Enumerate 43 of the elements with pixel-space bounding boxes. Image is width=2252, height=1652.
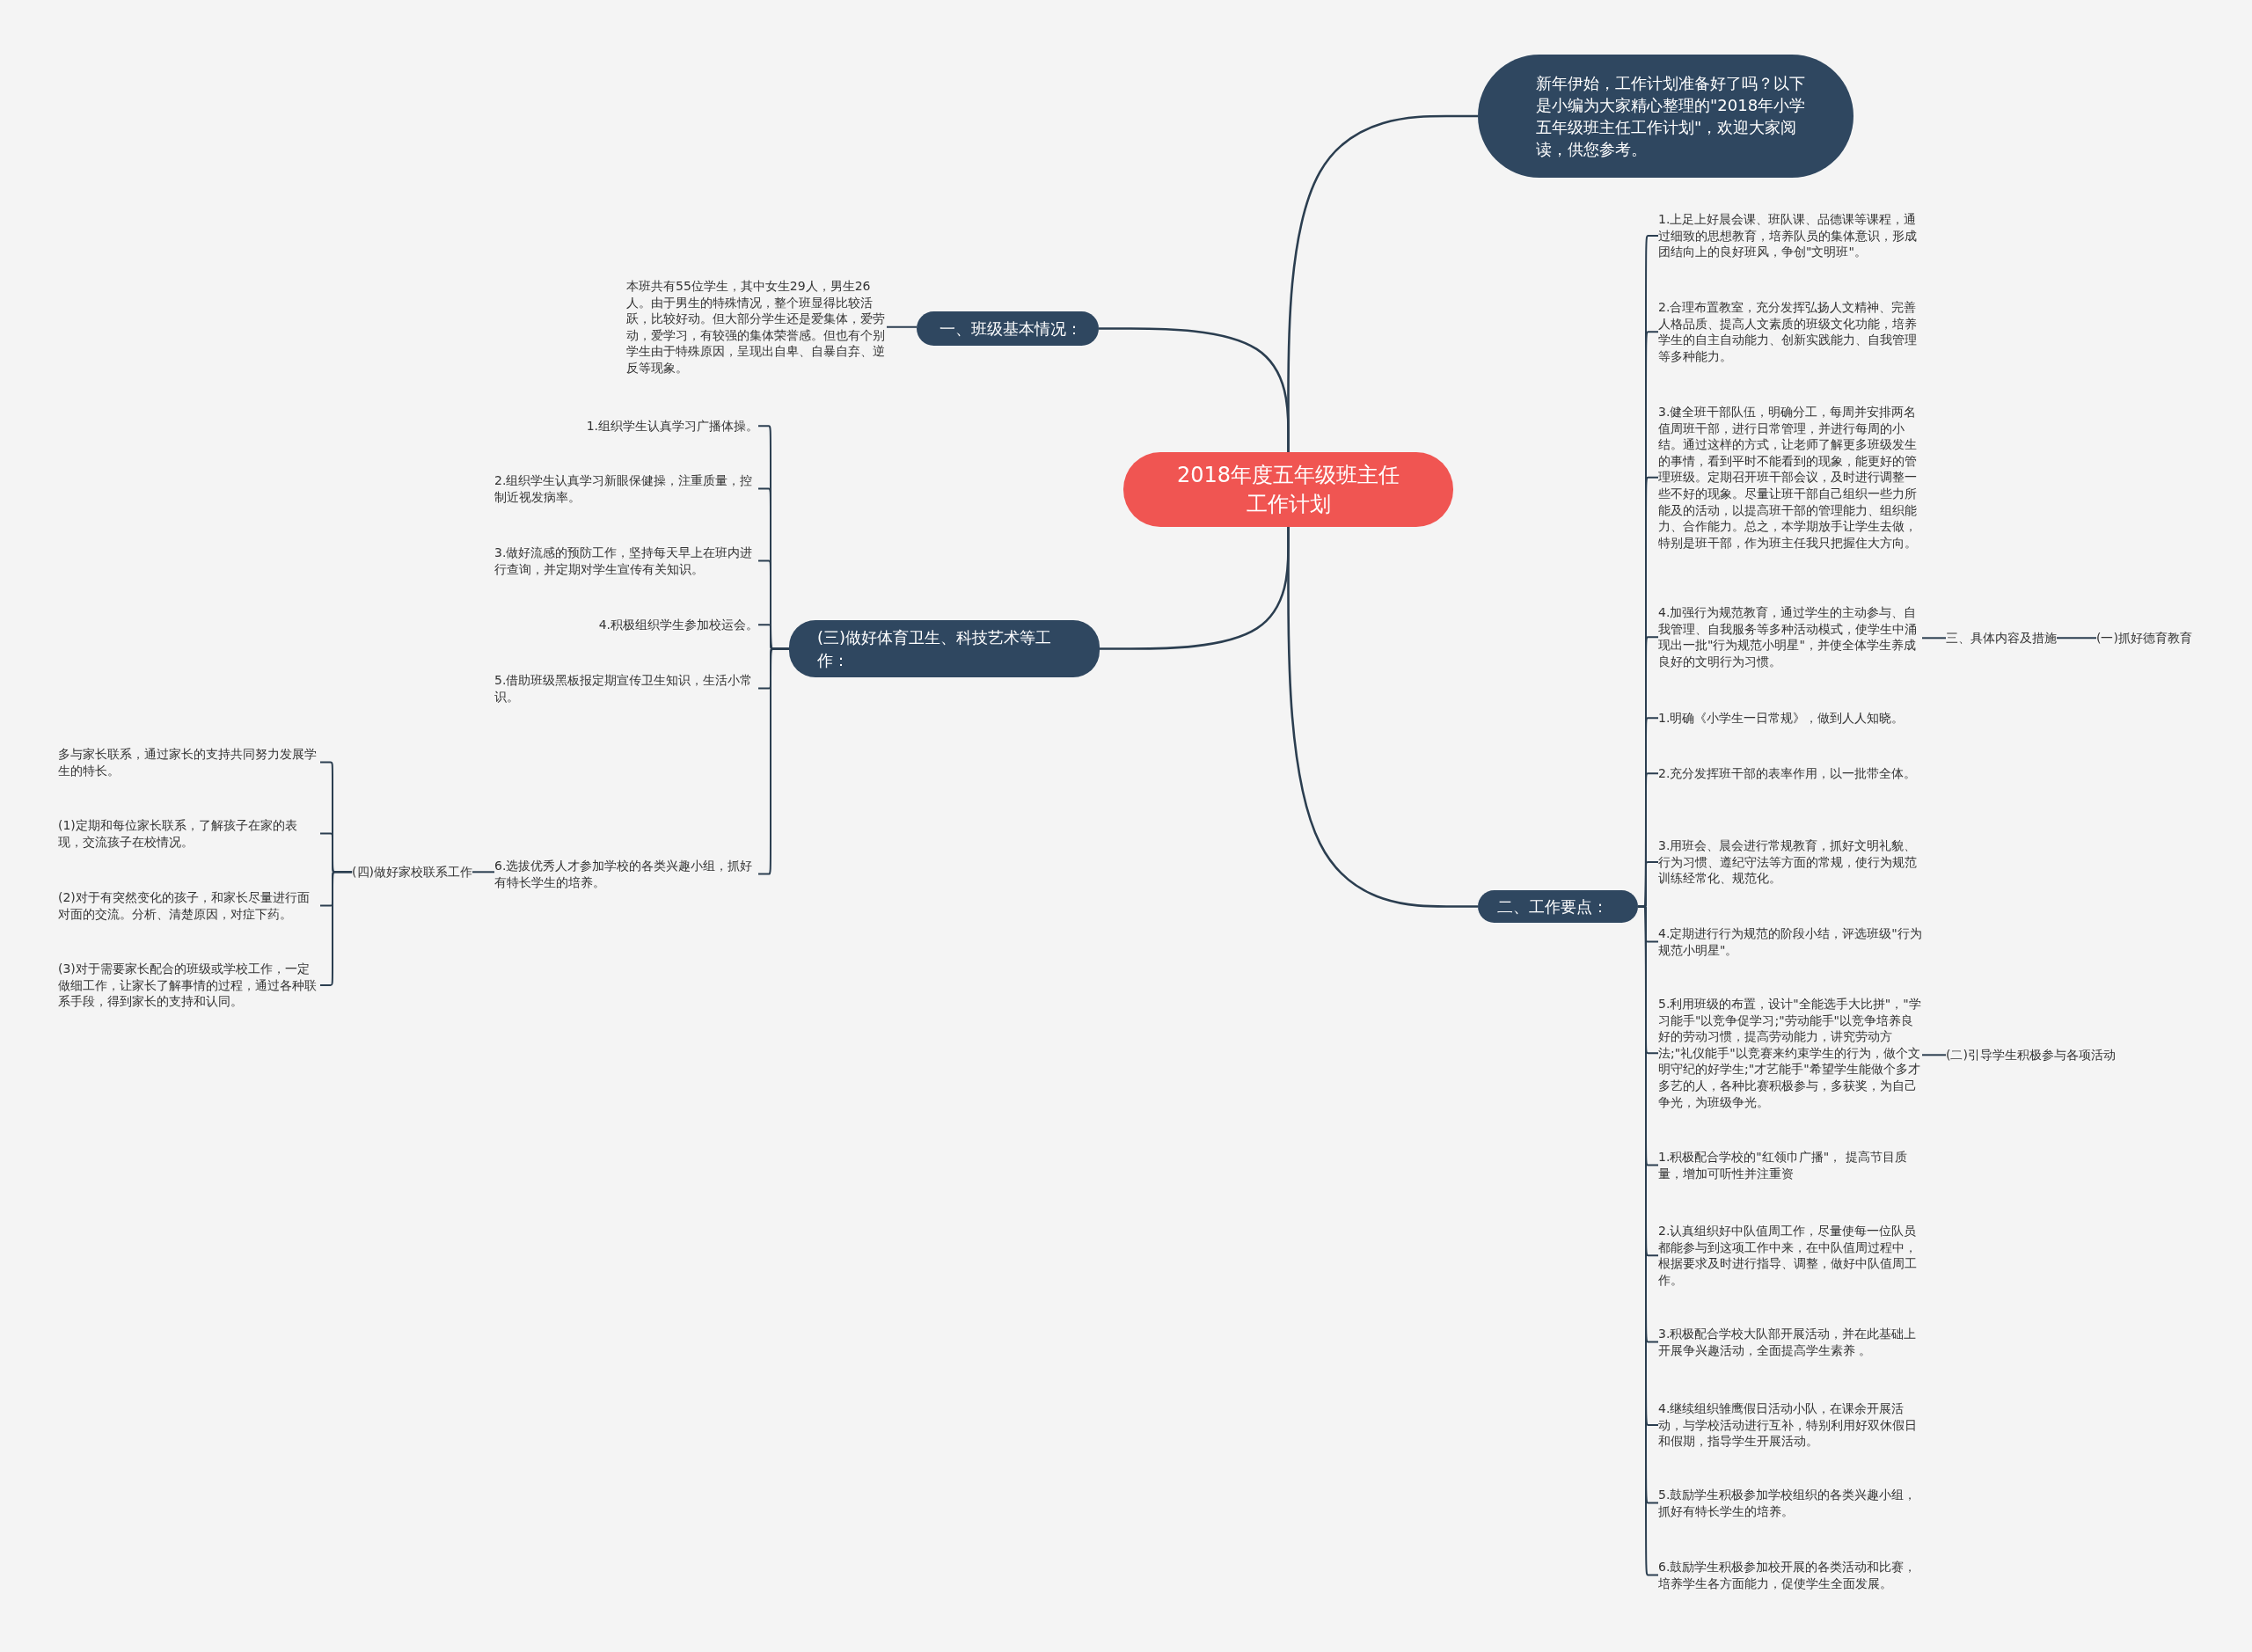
topic-text: 6.鼓励学生积极参加校开展的各类活动和比赛，培养学生各方面能力，促使学生全面发展。	[1658, 1559, 1922, 1592]
topic-text: 多与家长联系，通过家长的支持共同努力发展学生的特长。	[58, 746, 320, 779]
topic-text: 4.继续组织雏鹰假日活动小队，在课余开展活动，与学校活动进行互补，特别利用好双休假日和假期，指导学生开展活动。	[1658, 1400, 1922, 1450]
topic-text: (一)抓好德育教育	[2096, 630, 2192, 647]
topic-text: 1.明确《小学生一日常规》，做到人人知晓。	[1658, 710, 1922, 727]
connector-line	[2056, 637, 2097, 640]
topic-text: 6.选拔优秀人才参加学校的各类兴趣小组，抓好有特长学生的培养。	[494, 858, 758, 891]
topic-text: (2)对于有突然变化的孩子，和家长尽量进行面对面的交流。分析、清楚原因，对症下药。	[58, 889, 320, 923]
topic-text: 1.组织学生认真学习广播体操。	[586, 418, 758, 435]
central-topic: 2018年度五年级班主任工作计划	[1123, 452, 1453, 527]
topic-text: 2.充分发挥班干部的表率作用，以一批带全体。	[1658, 765, 1922, 782]
topic-text: (3)对于需要家长配合的班级或学校工作，一定做细工作，让家长了解事情的过程，通过各种联系手段，得到家长的支持和认同。	[58, 961, 320, 1010]
connector-line	[1287, 527, 1478, 908]
topic-text: 2.组织学生认真学习新眼保健操，注重质量，控制近视发病率。	[494, 472, 758, 506]
connector-line	[1921, 637, 1947, 640]
topic-text: 2.合理布置教室，充分发挥弘扬人文精神、完善人格品质、提高人文素质的班级文化功能，培养学生的自主自动能力、创新实践能力、自我管理等多种能力。	[1658, 299, 1922, 365]
intro-bubble: 新年伊始，工作计划准备好了吗？以下是小编为大家精心整理的"2018年小学五年级班主任工作计划"，欢迎大家阅读，供您参考。	[1478, 55, 1854, 178]
topic-text: 本班共有55位学生，其中女生29人，男生26人。由于男生的特殊情况，整个班显得比较活跃，比较好动。但大部分学生还是爱集体，爱劳动，爱学习，有较强的集体荣誉感。但也有个别学生由于特殊原因，呈现出自卑、自暴自弃、逆反等现象。	[626, 278, 887, 376]
topic-text: 3.做好流感的预防工作，坚持每天早上在班内进行查询，并定期对学生宣传有关知识。	[494, 545, 758, 578]
topic-text: 4.积极组织学生参加校运会。	[598, 617, 758, 633]
topic-text: 三、具体内容及措施	[1946, 630, 2057, 647]
connector-line	[1099, 327, 1290, 452]
topic-text: 3.健全班干部队伍，明确分工，每周并安排两名值周班干部，进行日常管理，并进行每周的小结。通过这样的方式，让老师了解更多班级发生的事情，看到平时不能看到的现象，能更好的管理班级。定期召开班干部会议，及时进行调整一些不好的现象。尽量让班干部自己组织一些力所能及的活动，以提高班干部的管理能力、组织能力、合作能力。总之，本学期放手让学生去做，特别是班干部，作为班主任我只把握住大方向。	[1658, 404, 1922, 552]
connector-line	[886, 325, 918, 328]
topic-text: 4.加强行为规范教育，通过学生的主动参与、自我管理、自我服务等多种活动模式，使学生中涌现出一批"行为规范小明星"，并使全体学生养成良好的文明行为习惯。	[1658, 604, 1922, 670]
topic-pill: 一、班级基本情况：	[917, 311, 1099, 346]
topic-text: 5.利用班级的布置，设计"全能选手大比拼"，"学习能手"以竞争促学习;"劳动能手"以竞争培养良好的劳动习惯，提高劳动能力，讲究劳动方法;"礼仪能手"以竞赛来约束学生的行为，做个文明守纪的好学生;"才艺能手"希望学生能做个多才多艺的人，各种比赛积极参与，多获奖，为自己争光，为班级争光。	[1658, 996, 1922, 1111]
topic-text: 4.定期进行行为规范的阶段小结，评选班级"行为规范小明星"。	[1658, 925, 1922, 959]
connector-line	[472, 871, 495, 874]
topic-pill: (三)做好体育卫生、科技艺术等工作：	[789, 620, 1100, 677]
topic-text: 1.积极配合学校的"红领巾广播"， 提高节目质量，增加可听性并注重资	[1658, 1149, 1922, 1182]
topic-pill: 二、工作要点：	[1478, 890, 1638, 923]
topic-text: (四)做好家校联系工作	[352, 864, 472, 881]
topic-text: 3.用班会、晨会进行常规教育，抓好文明礼貌、行为习惯、遵纪守法等方面的常规，使行为规范训练经常化、规范化。	[1658, 837, 1922, 887]
topic-text: 1.上足上好晨会课、班队课、品德课等课程，通过细致的思想教育，培养队员的集体意识，形成团结向上的良好班风，争创"文明班"。	[1658, 211, 1922, 260]
connector-line	[1921, 1054, 1947, 1056]
connector-line	[757, 647, 790, 875]
topic-text: 3.积极配合学校大队部开展活动，并在此基础上开展争兴趣活动，全面提高学生素养 。	[1658, 1326, 1922, 1359]
topic-text: 5.借助班级黑板报定期宣传卫生知识，生活小常识。	[494, 672, 758, 705]
topic-text: (1)定期和每位家长联系，了解孩子在家的表现，交流孩子在校情况。	[58, 817, 320, 851]
topic-text: 5.鼓励学生积极参加学校组织的各类兴趣小组，抓好有特长学生的培养。	[1658, 1487, 1922, 1520]
topic-text: (二)引导学生积极参与各项活动	[1946, 1047, 2116, 1064]
topic-text: 2.认真组织好中队值周工作，尽量使每一位队员都能参与到这项工作中来，在中队值周过程中，根据要求及时进行指导、调整，做好中队值周工作。	[1658, 1223, 1922, 1289]
